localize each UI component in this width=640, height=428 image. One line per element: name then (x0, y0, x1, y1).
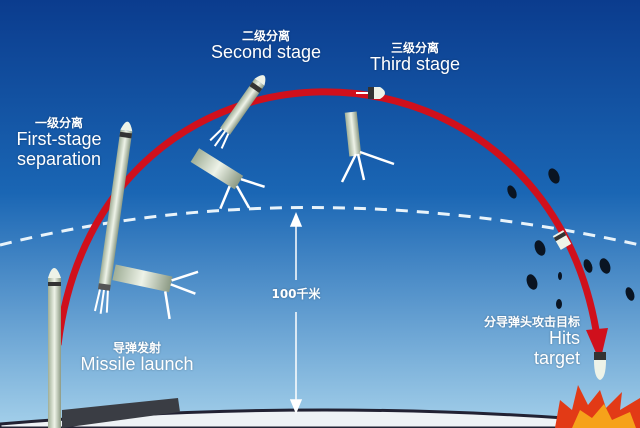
second-stage-booster (190, 148, 265, 210)
atmosphere-boundary (0, 206, 640, 247)
trajectory-arc (54, 88, 600, 346)
label-launch: 导弹发射 Missile launch (64, 341, 210, 375)
label-second-stage: 二级分离 Second stage (196, 29, 336, 63)
altitude-arrow (289, 212, 303, 414)
third-stage-zh: 三级分离 (390, 41, 439, 55)
first-stage-en-1: First-stage (16, 129, 102, 150)
launch-rocket (48, 268, 61, 428)
final-warhead (594, 352, 606, 380)
first-stage-en-2: separation (16, 148, 102, 169)
third-stage-booster (340, 111, 395, 183)
second-stage-en: Second stage (210, 42, 322, 63)
launch-en: Missile launch (80, 354, 194, 375)
trajectory-arrowhead (586, 328, 608, 362)
launch-pad (62, 398, 180, 428)
target-en-1: Hits (549, 328, 580, 349)
first-stage-rocket (93, 121, 133, 314)
second-stage-rocket (209, 75, 266, 149)
descending-warhead (552, 230, 572, 250)
launch-zh: 导弹发射 (112, 341, 161, 355)
first-stage-zh: 一级分离 (34, 116, 83, 130)
target-en-2: target (533, 347, 580, 368)
altitude-label: 100千米 (271, 287, 321, 301)
first-stage-booster (112, 264, 199, 320)
label-target: 分导弹头攻击目标 Hits target (440, 315, 580, 369)
third-stage-warhead (356, 87, 385, 99)
second-stage-zh: 二级分离 (241, 29, 290, 43)
target-zh: 分导弹头攻击目标 (483, 315, 580, 329)
explosion-core (572, 404, 636, 428)
mirv-warheads (507, 168, 635, 309)
third-stage-en: Third stage (369, 54, 461, 75)
label-third-stage: 三级分离 Third stage (355, 41, 475, 75)
label-first-stage: 一级分离 First-stage separation (4, 116, 114, 170)
